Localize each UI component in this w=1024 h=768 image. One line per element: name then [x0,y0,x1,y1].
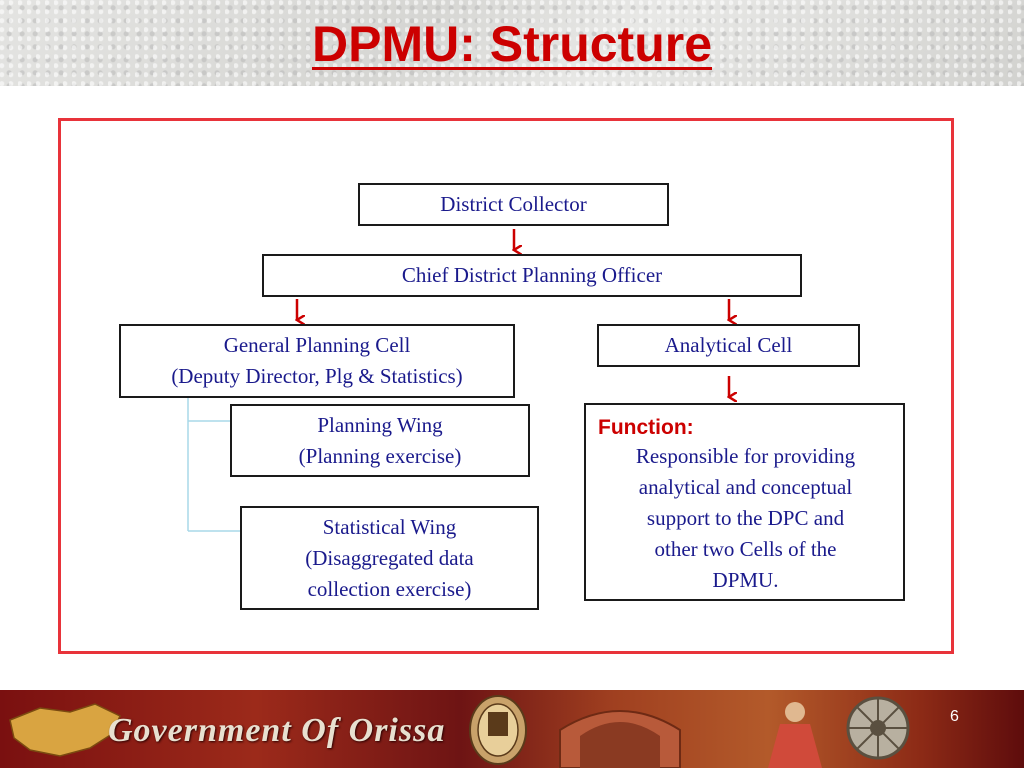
function-line-3: support to the DPC and [646,506,845,530]
chief-planning-officer-label: Chief District Planning Officer [401,263,663,287]
footer-banner-text: Government Of Orissa [108,712,446,749]
statistical-wing-title: Statistical Wing [322,514,457,539]
general-planning-cell-box: General Planning Cell (Deputy Director, … [119,324,515,398]
chief-planning-officer-box: Chief District Planning Officer [262,254,802,297]
page-number: 6 [950,708,959,725]
diagram-frame [58,118,954,654]
konark-wheel-icon [846,696,910,760]
header-banner [0,0,1024,86]
planning-wing-title: Planning Wing [317,412,443,437]
planning-wing-subtitle: (Planning exercise) [298,443,462,468]
analytical-cell-label: Analytical Cell [664,333,793,357]
footer-decoration [9,695,910,768]
emblem-icon [469,695,527,765]
function-box: Function: Responsible for providing anal… [584,403,905,601]
function-line-4: other two Cells of the [654,537,837,561]
function-heading: Function: [598,416,694,439]
temple-arch-icon [559,710,681,768]
footer-banner [0,690,1024,768]
slide-title: DPMU: Structure [311,16,713,72]
function-line-5: DPMU. [712,568,779,592]
general-planning-cell-title: General Planning Cell [223,333,411,357]
dancer-figure-icon [768,702,822,768]
district-collector-label: District Collector [440,192,587,216]
function-line-1: Responsible for providing [635,444,856,468]
statistical-wing-subtitle-1: (Disaggregated data [305,545,474,570]
statistical-wing-box: Statistical Wing (Disaggregated data col… [240,506,539,610]
general-planning-cell-subtitle: (Deputy Director, Plg & Statistics) [171,364,463,388]
planning-wing-box: Planning Wing (Planning exercise) [230,404,530,477]
district-collector-box: District Collector [358,183,669,226]
function-line-2: analytical and conceptual [638,475,853,499]
analytical-cell-box: Analytical Cell [597,324,860,367]
state-map-icon [9,703,121,757]
statistical-wing-subtitle-2: collection exercise) [307,576,472,601]
